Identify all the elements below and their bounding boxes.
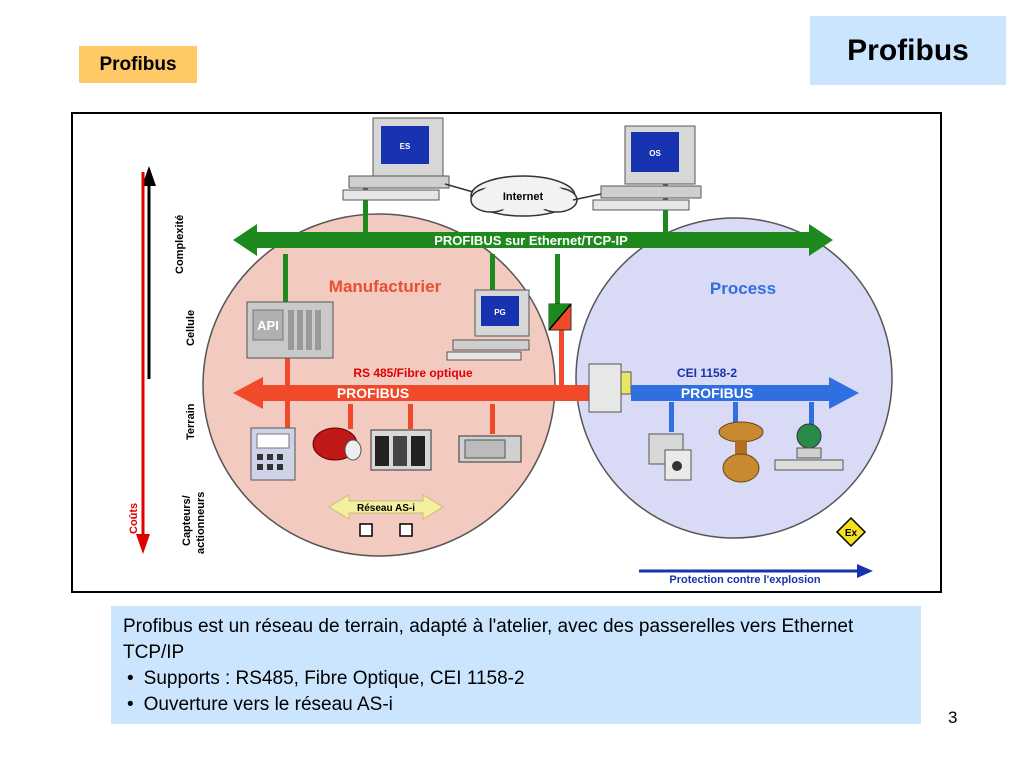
slide-title: Profibus <box>847 33 969 67</box>
drive-unit <box>458 435 522 463</box>
process-flowmeter <box>774 423 844 471</box>
axis-complexite-arrow <box>142 166 156 379</box>
level-terrain-label: Terrain <box>185 403 197 440</box>
svg-text:ES: ES <box>400 142 411 151</box>
svg-text:Ex: Ex <box>845 528 858 539</box>
rs485-label: RS 485/Fibre optique <box>353 366 473 380</box>
ethernet-bus-label: PROFIBUS sur Ethernet/TCP-IP <box>434 233 628 248</box>
protection-label: Protection contre l'explosion <box>669 574 820 586</box>
manufacturier-title: Manufacturier <box>329 277 442 296</box>
axis-couts-label: Coûts <box>128 503 140 534</box>
internet-cloud: Internet <box>470 175 578 217</box>
axis-complexite-label: Complexité <box>174 215 186 274</box>
pc-es: ES <box>342 117 450 201</box>
profibus-blue-drops <box>669 402 814 432</box>
api-rack: API <box>246 301 334 359</box>
note-bullet-1: Supports : RS485, Fibre Optique, CEI 115… <box>123 666 909 692</box>
svg-text:OS: OS <box>649 149 661 158</box>
pc-os: OS <box>592 125 702 211</box>
operator-panel <box>250 427 296 481</box>
sensor-red <box>312 427 362 461</box>
io-modules <box>370 429 432 471</box>
asi-node-1 <box>359 523 373 537</box>
profibus-right-label: PROFIBUS <box>681 385 753 401</box>
note-bullets: Supports : RS485, Fibre Optique, CEI 115… <box>123 666 909 718</box>
svg-text:Internet: Internet <box>503 191 544 203</box>
gateway-box <box>548 303 572 331</box>
asi-label: Réseau AS-i <box>357 503 415 514</box>
level-cellule-label: Cellule <box>185 310 197 346</box>
note-bullet-2: Ouverture vers le réseau AS-i <box>123 692 909 718</box>
axis-couts-arrow <box>136 172 150 554</box>
ethernet-bus-arrow: PROFIBUS sur Ethernet/TCP-IP <box>233 224 833 256</box>
profibus-left-label: PROFIBUS <box>337 385 409 401</box>
process-valve <box>718 421 764 483</box>
profibus-diagram: Coûts Complexité Cellule Terrain Capteur… <box>71 112 942 593</box>
note-intro: Profibus est un réseau de terrain, adapt… <box>123 616 854 663</box>
cei-label: CEI 1158-2 <box>677 366 737 380</box>
ex-warning-icon: Ex <box>835 516 867 548</box>
level-capteurs-label: Capteurs/ <box>181 495 193 546</box>
protection-arrow: Protection contre l'explosion <box>639 564 873 586</box>
profibus-blue-arrow: PROFIBUS <box>631 377 859 409</box>
svg-text:API: API <box>257 318 279 333</box>
svg-text:PG: PG <box>494 308 506 317</box>
asi-network-arrow: Réseau AS-i <box>328 494 444 520</box>
process-title: Process <box>710 279 776 298</box>
description-note: Profibus est un réseau de terrain, adapt… <box>111 606 921 724</box>
profibus-red-arrow: PROFIBUS <box>233 377 593 409</box>
asi-node-2 <box>399 523 413 537</box>
level-actionneurs-label: actionneurs <box>195 492 207 554</box>
section-tag-label: Profibus <box>99 53 177 75</box>
page-number: 3 <box>948 708 958 727</box>
slide-title-box: Profibus <box>810 16 1006 85</box>
section-tag: Profibus <box>79 46 197 83</box>
process-pump <box>648 433 692 481</box>
coupler-device <box>588 363 632 413</box>
pc-pg: PG <box>446 289 530 361</box>
